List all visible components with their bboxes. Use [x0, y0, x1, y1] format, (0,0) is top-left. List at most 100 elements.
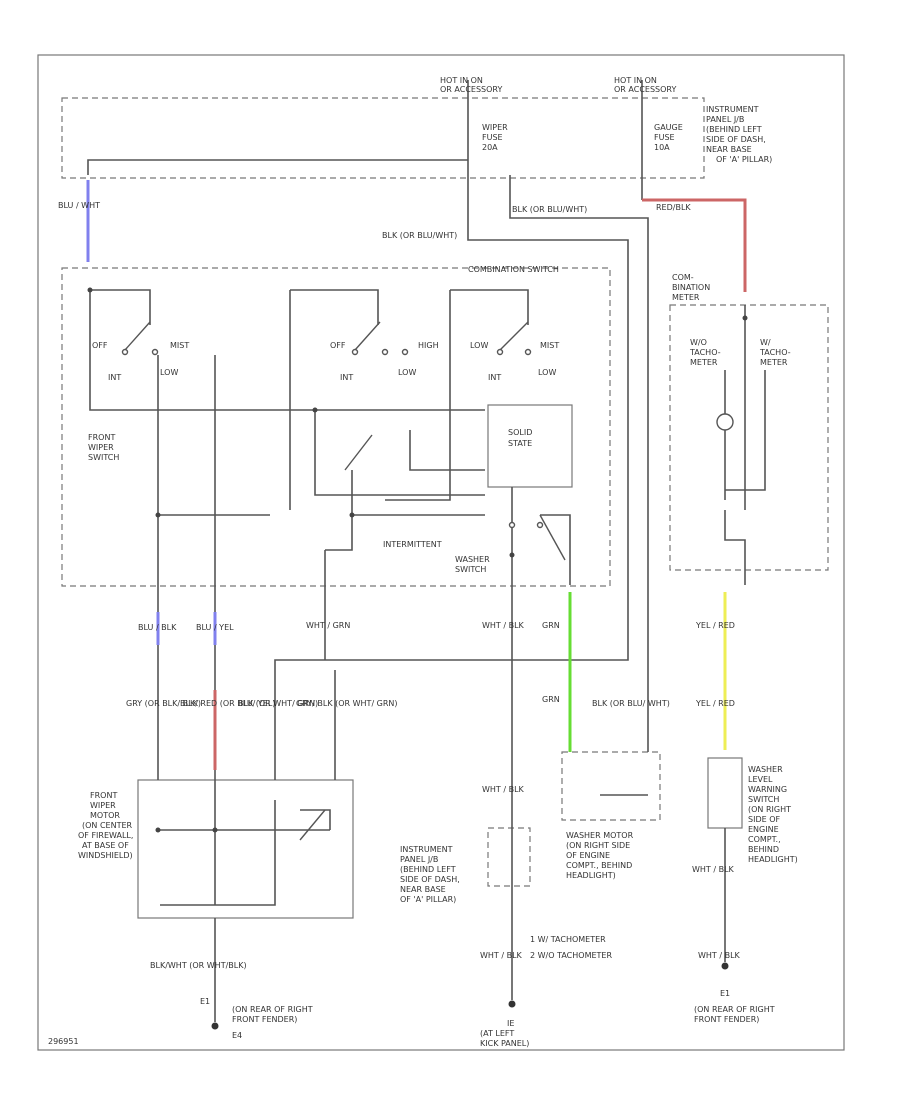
svg-text:BEHIND: BEHIND	[748, 845, 779, 854]
svg-text:WHT / BLK: WHT / BLK	[698, 951, 741, 960]
svg-text:COMPT., BEHIND: COMPT., BEHIND	[566, 861, 632, 870]
legend-with-tacho: 1 W/ TACHOMETER	[530, 935, 606, 944]
diagram-frame	[37, 54, 845, 1051]
svg-text:GRY/ BLK (OR WHT/ GRN): GRY/ BLK (OR WHT/ GRN)	[296, 699, 398, 708]
ground-e1b-icon	[721, 962, 729, 970]
svg-text:WHT / GRN: WHT / GRN	[306, 621, 350, 630]
ground-ie-icon	[508, 1000, 516, 1008]
label-washer-level-switch: WASHER	[748, 765, 783, 774]
svg-text:WARNING: WARNING	[748, 785, 787, 794]
svg-text:(ON RIGHT: (ON RIGHT	[748, 805, 791, 814]
svg-text:BLU / WHT: BLU / WHT	[58, 201, 100, 210]
svg-text:SIDE OF DASH,: SIDE OF DASH,	[400, 875, 460, 884]
svg-text:(AT LEFT: (AT LEFT	[480, 1029, 514, 1038]
svg-text:(BEHIND LEFT: (BEHIND LEFT	[400, 865, 456, 874]
svg-text:(ON CENTER: (ON CENTER	[82, 821, 133, 830]
svg-text:WHT / BLK: WHT / BLK	[692, 865, 735, 874]
svg-text:BLK (OR BLU/WHT): BLK (OR BLU/WHT)	[382, 231, 457, 240]
svg-text:WIPER: WIPER	[90, 801, 116, 810]
label-combination-meter: COM-	[672, 273, 694, 282]
svg-text:NEAR BASE: NEAR BASE	[400, 885, 446, 894]
wires	[87, 80, 766, 1022]
svg-text:LOW: LOW	[470, 341, 488, 350]
svg-text:OF ENGINE: OF ENGINE	[566, 851, 610, 860]
label-intermittent: INTERMITTENT	[383, 540, 442, 549]
svg-text:TACHO-: TACHO-	[759, 348, 791, 357]
svg-text:W/: W/	[760, 338, 771, 347]
svg-text:WIPER: WIPER	[88, 443, 114, 452]
label-ip-jb: INSTRUMENT	[706, 105, 759, 114]
svg-text:BLK (OR BLU/WHT): BLK (OR BLU/WHT)	[512, 205, 587, 214]
svg-text:METER: METER	[672, 293, 700, 302]
svg-text:RED/BLK: RED/BLK	[656, 203, 691, 212]
svg-text:BLK/WHT (OR WHT/BLK): BLK/WHT (OR WHT/BLK)	[150, 961, 247, 970]
svg-text:LOW: LOW	[160, 368, 178, 377]
label-ground-e1: E1	[200, 997, 210, 1006]
svg-text:SWITCH: SWITCH	[88, 453, 119, 462]
svg-text:WHT / BLK: WHT / BLK	[482, 785, 525, 794]
label-front-wiper-switch: FRONT	[88, 433, 115, 442]
svg-text:LOW: LOW	[538, 368, 556, 377]
wire-color-labels: BLU / WHT BLK (OR BLU/WHT) BLK (OR BLU/W…	[58, 201, 741, 970]
svg-text:OF FIREWALL,: OF FIREWALL,	[78, 831, 133, 840]
svg-text:STATE: STATE	[508, 439, 532, 448]
washer-level-switch-box	[707, 757, 743, 829]
svg-text:HIGH: HIGH	[418, 341, 439, 350]
svg-text:OR ACCESSORY: OR ACCESSORY	[614, 85, 676, 94]
ip-jb-2-box	[487, 827, 531, 887]
svg-text:OR ACCESSORY: OR ACCESSORY	[440, 85, 502, 94]
svg-text:(ON RIGHT SIDE: (ON RIGHT SIDE	[566, 841, 630, 850]
svg-text:BLK/ RED (OR BLU/ YEL): BLK/ RED (OR BLU/ YEL)	[180, 699, 275, 708]
legend-without-tacho: 2 W/O TACHOMETER	[530, 951, 612, 960]
svg-text:HEADLIGHT): HEADLIGHT)	[566, 871, 616, 880]
svg-text:MIST: MIST	[170, 341, 189, 350]
svg-text:BLK (OR WHT/ GRN): BLK (OR WHT/ GRN)	[238, 699, 318, 708]
svg-text:FRONT FENDER): FRONT FENDER)	[694, 1015, 759, 1024]
svg-text:YEL / RED: YEL / RED	[695, 699, 735, 708]
label-ip-jb-2: INSTRUMENT	[400, 845, 453, 854]
svg-text:BLU / YEL: BLU / YEL	[196, 623, 234, 632]
svg-text:BLK (OR BLU/ WHT): BLK (OR BLU/ WHT)	[592, 699, 670, 708]
svg-text:SWITCH: SWITCH	[748, 795, 779, 804]
svg-text:YEL / RED: YEL / RED	[695, 621, 735, 630]
switch-contacts	[121, 321, 734, 841]
svg-text:TACHO-: TACHO-	[689, 348, 721, 357]
washer-motor-box	[561, 751, 661, 821]
svg-text:LOW: LOW	[398, 368, 416, 377]
svg-text:FRONT FENDER): FRONT FENDER)	[232, 1015, 297, 1024]
svg-text:COMPT.,: COMPT.,	[748, 835, 781, 844]
label-wiper-fuse: WIPER	[482, 123, 508, 132]
svg-text:(ON REAR OF RIGHT: (ON REAR OF RIGHT	[232, 1005, 313, 1014]
svg-text:GRN: GRN	[542, 695, 560, 704]
svg-text:10A: 10A	[654, 143, 670, 152]
svg-text:WHT / BLK: WHT / BLK	[480, 951, 523, 960]
svg-text:(BEHIND LEFT: (BEHIND LEFT	[706, 125, 762, 134]
diagram-id: 296951	[48, 1037, 79, 1046]
svg-text:METER: METER	[690, 358, 718, 367]
label-hot-on-left: HOT IN ON	[440, 76, 483, 85]
svg-text:FUSE: FUSE	[654, 133, 675, 142]
label-front-wiper-motor: FRONT	[90, 791, 117, 800]
svg-text:FUSE: FUSE	[482, 133, 503, 142]
svg-text:AT BASE OF: AT BASE OF	[82, 841, 129, 850]
colored-wires	[86, 180, 747, 770]
svg-text:INT: INT	[340, 373, 353, 382]
svg-text:GRY (OR BLK/ BLK): GRY (OR BLK/ BLK)	[126, 699, 201, 708]
label-hot-on-right: HOT IN ON	[614, 76, 657, 85]
label-ground-ie: IE	[507, 1019, 514, 1028]
solid-state-box	[487, 404, 573, 488]
washer-level-lamp	[716, 413, 734, 431]
svg-text:OF 'A' PILLAR): OF 'A' PILLAR)	[716, 155, 772, 164]
svg-text:INT: INT	[488, 373, 501, 382]
svg-text:BINATION: BINATION	[672, 283, 710, 292]
svg-text:SWITCH: SWITCH	[455, 565, 486, 574]
svg-text:BLU / BLK: BLU / BLK	[138, 623, 177, 632]
svg-text:WINDSHIELD): WINDSHIELD)	[78, 851, 133, 860]
svg-text:NEAR BASE: NEAR BASE	[706, 145, 752, 154]
component-labels: HOT IN ON OR ACCESSORY HOT IN ON OR ACCE…	[48, 76, 798, 1048]
splice-dots	[87, 287, 748, 833]
svg-text:(ON REAR OF RIGHT: (ON REAR OF RIGHT	[694, 1005, 775, 1014]
svg-text:OFF: OFF	[92, 341, 108, 350]
svg-text:SIDE OF: SIDE OF	[748, 815, 780, 824]
